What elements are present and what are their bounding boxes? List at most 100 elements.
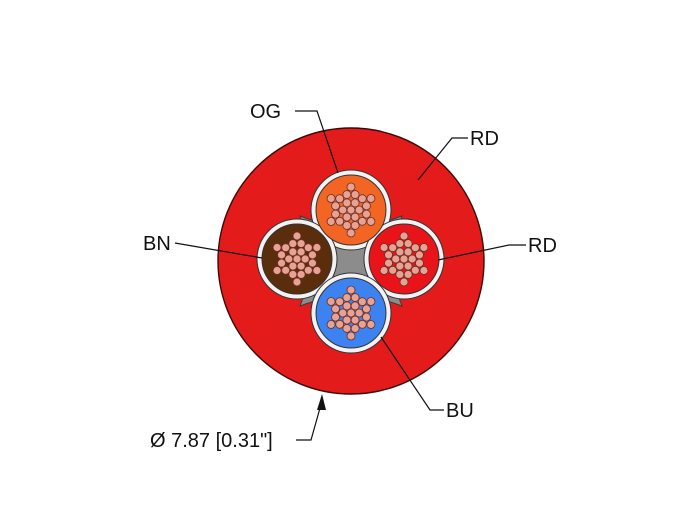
copper-strand: [335, 194, 345, 204]
copper-strand: [342, 293, 352, 302]
leader-og: [295, 110, 339, 174]
copper-strand: [350, 198, 360, 208]
copper-strand: [362, 312, 371, 322]
copper-strand: [292, 277, 302, 287]
strand-bundle: [379, 231, 429, 287]
copper-strand: [277, 258, 286, 268]
leader-rd-core: [437, 244, 526, 261]
copper-strand: [288, 239, 298, 248]
copper-strand: [407, 254, 417, 264]
copper-strand: [357, 297, 367, 307]
copper-strand: [395, 270, 405, 279]
label-bu: BU: [446, 400, 474, 422]
copper-strand: [342, 190, 352, 199]
leader-bn: [174, 242, 263, 259]
copper-strand: [415, 258, 424, 268]
copper-strand: [331, 201, 340, 211]
copper-strand: [350, 190, 360, 199]
copper-strand: [410, 265, 420, 275]
copper-strand: [338, 308, 348, 318]
copper-strand: [399, 254, 409, 264]
copper-strand: [357, 319, 367, 329]
copper-strand: [350, 324, 360, 333]
strand-bundle: [326, 182, 376, 238]
copper-strand: [277, 250, 286, 260]
copper-strand: [350, 301, 360, 311]
arrow-up-icon: [317, 394, 326, 410]
copper-strand: [300, 254, 310, 264]
copper-strand: [346, 205, 356, 215]
copper-strand: [354, 308, 364, 318]
leader-rd-jacket: [417, 137, 468, 181]
leader-bu: [380, 336, 444, 411]
copper-strand: [338, 205, 348, 215]
copper-strand: [335, 297, 345, 307]
copper-strand: [357, 216, 367, 226]
label-og: OG: [250, 101, 281, 123]
copper-strand: [326, 320, 336, 329]
copper-strand: [335, 216, 345, 226]
copper-strand: [419, 266, 429, 275]
copper-strand: [410, 243, 420, 253]
copper-strand: [308, 250, 317, 260]
copper-strand: [391, 254, 401, 264]
copper-strand: [303, 265, 313, 275]
leader-diameter: [296, 407, 321, 441]
copper-strand: [312, 243, 322, 252]
label-rd-core: RD: [528, 235, 557, 257]
copper-strand: [312, 266, 322, 275]
copper-strand: [354, 205, 364, 215]
copper-strand: [379, 243, 389, 252]
copper-strand: [342, 301, 352, 311]
copper-strand: [342, 198, 352, 208]
copper-strand: [288, 247, 298, 257]
copper-strand: [342, 315, 352, 325]
leader-lines: [174, 110, 526, 441]
copper-strand: [362, 209, 371, 219]
copper-strand: [342, 212, 352, 222]
core-rd: [368, 223, 440, 295]
copper-strand: [357, 194, 367, 204]
copper-strand: [281, 265, 291, 275]
copper-strand: [331, 209, 340, 219]
copper-strand: [388, 243, 398, 253]
copper-strand: [288, 261, 298, 271]
copper-strand: [308, 258, 317, 268]
copper-strand: [342, 324, 352, 333]
copper-strand: [403, 270, 413, 279]
copper-strand: [346, 228, 356, 238]
copper-strand: [350, 293, 360, 302]
copper-strand: [296, 239, 306, 248]
copper-strand: [366, 297, 376, 306]
copper-strand: [292, 254, 302, 264]
strand-bundle: [272, 231, 322, 287]
copper-strand: [303, 243, 313, 253]
copper-strand: [366, 320, 376, 329]
label-bn: BN: [143, 233, 171, 255]
copper-strand: [346, 182, 356, 192]
copper-strand: [403, 239, 413, 248]
core-og: [315, 174, 387, 246]
copper-strand: [366, 217, 376, 226]
copper-strand: [362, 201, 371, 211]
copper-strand: [272, 243, 282, 252]
copper-strand: [272, 266, 282, 275]
core-bu: [315, 277, 387, 349]
copper-strand: [296, 247, 306, 257]
core-bn: [261, 223, 333, 295]
copper-strand: [395, 247, 405, 257]
copper-strand: [296, 261, 306, 271]
copper-strand: [350, 221, 360, 230]
label-rd-jacket: RD: [470, 128, 499, 150]
copper-strand: [399, 277, 409, 287]
copper-strand: [288, 270, 298, 279]
copper-strand: [335, 319, 345, 329]
copper-strand: [296, 270, 306, 279]
copper-strand: [366, 194, 376, 203]
copper-strand: [281, 243, 291, 253]
copper-strand: [362, 304, 371, 314]
copper-strand: [403, 247, 413, 257]
copper-strand: [292, 231, 302, 241]
copper-strand: [326, 297, 336, 306]
